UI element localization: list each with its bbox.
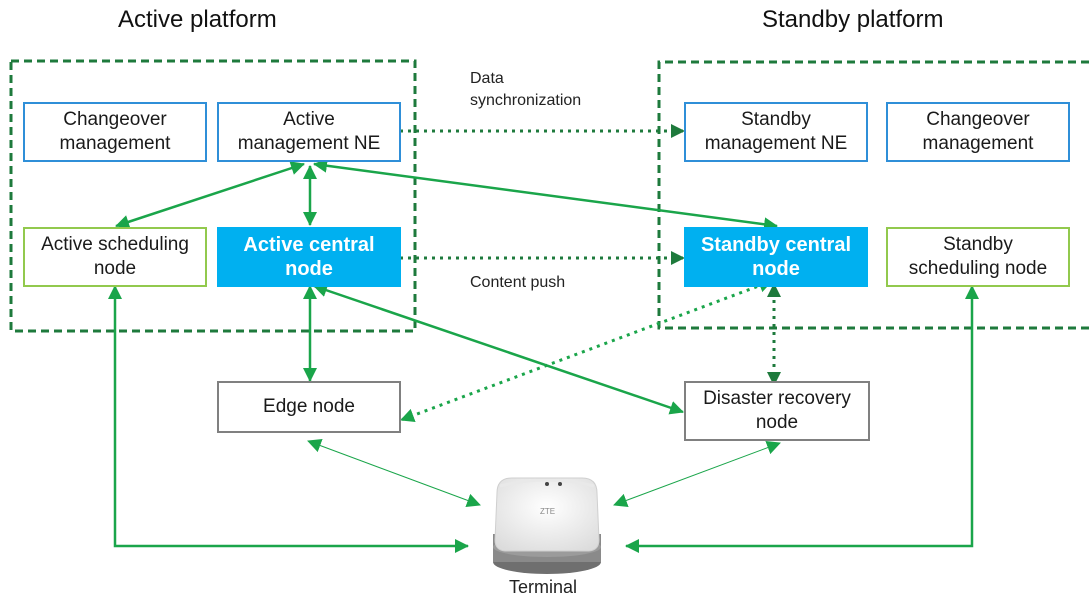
disaster-recovery-node: Disaster recovery node (684, 381, 870, 441)
standby-management-ne-node: Standby management NE (684, 102, 868, 162)
standby-central-node: Standby central node (684, 227, 868, 287)
active-management-ne-node: Active management NE (217, 102, 401, 162)
edge-node: Edge node (217, 381, 401, 433)
standby-scheduling-terminal-arrow (625, 285, 979, 553)
dr-terminal-arrow (613, 440, 781, 508)
edge-terminal-arrow (307, 438, 481, 508)
terminal-label: Terminal (509, 577, 578, 597)
active-scheduling-terminal-arrow (108, 285, 469, 553)
svg-text:ZTE: ZTE (540, 507, 555, 516)
mgmt-to-active-scheduling-arrow (115, 161, 305, 229)
active-scheduling-node: Active scheduling node (23, 227, 207, 287)
standby-scheduling-node: Standby scheduling node (886, 227, 1070, 287)
standby-changeover-node: Changeover management (886, 102, 1070, 162)
data-sync-label: Data synchronization (470, 70, 582, 109)
content-push-label: Content push (470, 274, 566, 291)
active-central-node: Active central node (217, 227, 401, 287)
active-platform-title: Active platform (118, 6, 277, 33)
active-changeover-node: Changeover management (23, 102, 207, 162)
mgmt-to-standby-central-arrow (313, 158, 778, 232)
terminal-device: ZTE (493, 477, 601, 574)
standby-platform-title: Standby platform (762, 6, 944, 33)
